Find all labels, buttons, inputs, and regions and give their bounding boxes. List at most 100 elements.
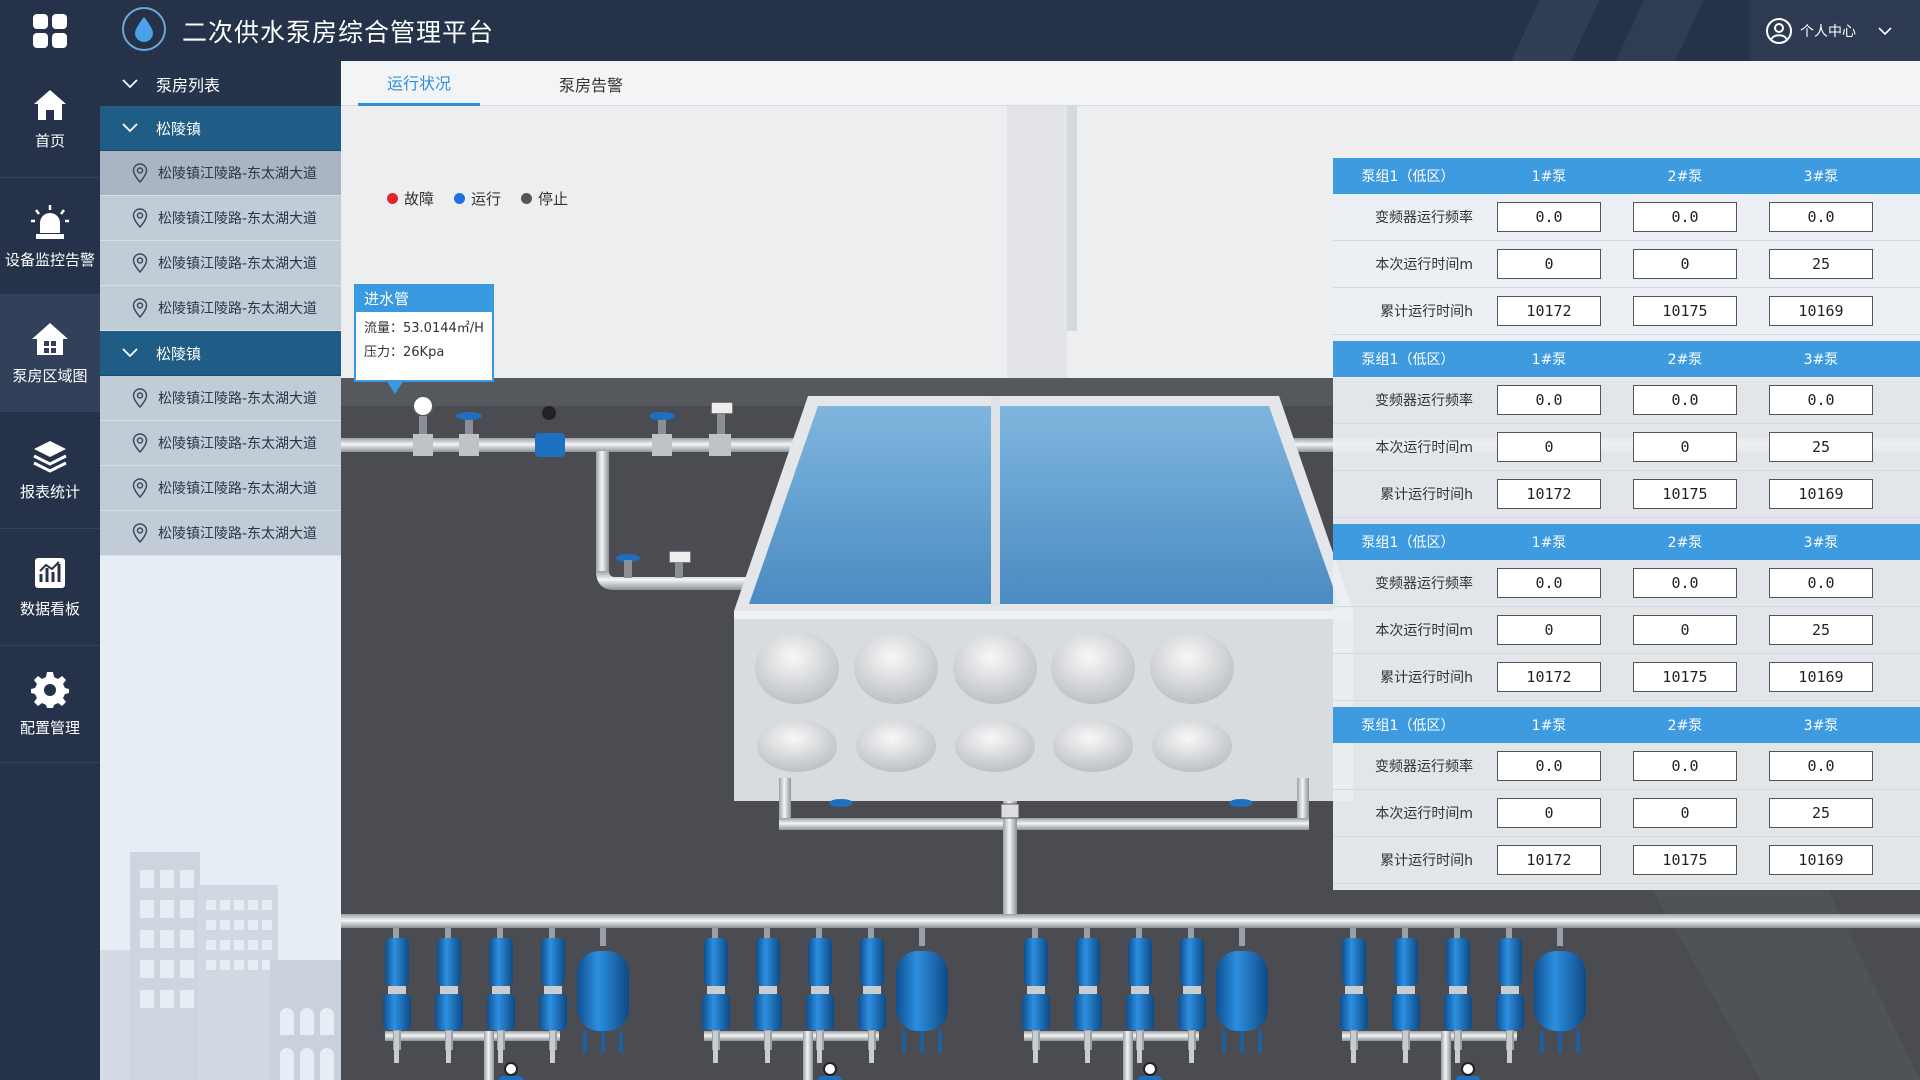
tree-leaf[interactable]: 松陵镇江陵路-东太湖大道 (100, 286, 341, 331)
gear-icon (31, 671, 69, 708)
tree-leaf-label: 松陵镇江陵路-东太湖大道 (158, 256, 318, 272)
chevron-down-icon (122, 78, 138, 88)
nav-reports[interactable]: 报表统计 (0, 412, 100, 529)
value-cell: 0.0 (1483, 568, 1615, 598)
pump-unit[interactable] (1340, 928, 1368, 1063)
pressure-tank (577, 928, 629, 1053)
app-grid-icon[interactable] (0, 0, 100, 61)
tree-leaf[interactable]: 松陵镇江陵路-东太湖大道 (100, 376, 341, 421)
pump-unit[interactable] (1496, 928, 1524, 1063)
value-cell: 10169 (1755, 845, 1887, 875)
pump-unit[interactable] (1444, 928, 1472, 1063)
pump-unit[interactable] (1392, 928, 1420, 1063)
legend-label: 故障 (404, 190, 435, 208)
nav-label: 泵房区域图 (12, 366, 88, 385)
tree-leaf[interactable]: 松陵镇江陵路-东太湖大道 (100, 466, 341, 511)
location-pin-icon (132, 388, 148, 408)
value-display: 0.0 (1633, 202, 1737, 232)
nav-data-board[interactable]: 数据看板 (0, 529, 100, 646)
tree-leaf[interactable]: 松陵镇江陵路-东太湖大道 (100, 151, 341, 196)
nav-label: 首页 (34, 131, 65, 150)
value-display: 0.0 (1633, 385, 1737, 415)
value-display: 10172 (1497, 296, 1601, 326)
row-label: 变频器运行频率 (1375, 576, 1473, 592)
nav-label: 设备监控告警 (4, 250, 95, 269)
nav-label: 数据看板 (19, 599, 80, 618)
fault-dot-icon (387, 193, 398, 204)
value-display: 10172 (1497, 662, 1601, 692)
tree-group[interactable]: 松陵镇 (100, 331, 341, 376)
pump-unit[interactable] (435, 928, 463, 1063)
tooltip-title: 进水管 (356, 286, 492, 312)
pump-column-header: 2#泵 (1667, 352, 1703, 368)
tab-running-status[interactable]: 运行状况 (358, 61, 480, 106)
pump-unit[interactable] (383, 928, 411, 1063)
tab-pump-alarm[interactable]: 泵房告警 (558, 75, 623, 95)
legend-label: 停止 (538, 190, 569, 208)
tree-leaf-label: 松陵镇江陵路-东太湖大道 (158, 481, 318, 497)
value-cell: 10169 (1755, 479, 1887, 509)
value-display: 25 (1769, 432, 1873, 462)
tree-leaf-label: 松陵镇江陵路-东太湖大道 (158, 526, 318, 542)
legend-label: 运行 (471, 190, 502, 208)
pump-unit[interactable] (858, 928, 886, 1063)
value-cell: 10172 (1483, 662, 1615, 692)
value-display: 10175 (1633, 479, 1737, 509)
tooltip-pressure: 压力：26Kpa (364, 345, 445, 360)
value-display: 0.0 (1497, 202, 1601, 232)
tree-leaf[interactable]: 松陵镇江陵路-东太湖大道 (100, 241, 341, 286)
pressure-tank (1216, 928, 1268, 1053)
pump-unit[interactable] (702, 928, 730, 1063)
pump-group (1022, 928, 1268, 1080)
pump-unit[interactable] (1126, 928, 1154, 1063)
inlet-pipe-tooltip: 进水管 流量：53.0144㎡/H 压力：26Kpa (354, 284, 494, 394)
value-display: 0.0 (1769, 751, 1873, 781)
tree-leaf[interactable]: 松陵镇江陵路-东太湖大道 (100, 196, 341, 241)
value-display: 10169 (1769, 662, 1873, 692)
value-display: 0 (1497, 249, 1601, 279)
row-label: 累计运行时间h (1380, 670, 1473, 686)
user-icon (1766, 17, 1792, 44)
row-label: 变频器运行频率 (1375, 393, 1473, 409)
user-center-label: 个人中心 (1800, 23, 1856, 40)
location-pin-icon (132, 523, 148, 543)
nav-config[interactable]: 配置管理 (0, 646, 100, 763)
user-center-menu[interactable]: 个人中心 (1750, 0, 1920, 61)
pump-column-header: 1#泵 (1531, 718, 1567, 734)
value-display: 0 (1633, 249, 1737, 279)
pressure-tank (1534, 928, 1586, 1053)
tree-header[interactable]: 泵房列表 (100, 61, 341, 106)
pump-unit[interactable] (539, 928, 567, 1063)
value-cell: 0 (1483, 615, 1615, 645)
pump-group-title: 泵组1（低区） (1361, 352, 1455, 368)
nav-device-alarm[interactable]: 设备监控告警 (0, 178, 100, 295)
value-display: 0.0 (1633, 751, 1737, 781)
tab-bar: 运行状况 泵房告警 (341, 61, 1920, 106)
tree-leaf[interactable]: 松陵镇江陵路-东太湖大道 (100, 421, 341, 466)
pump-column-header: 1#泵 (1531, 169, 1567, 185)
value-cell: 10175 (1615, 296, 1755, 326)
city-skyline-illustration (100, 852, 341, 1080)
pump-unit[interactable] (806, 928, 834, 1063)
pump-unit[interactable] (1074, 928, 1102, 1063)
house-icon (32, 322, 68, 355)
pump-unit[interactable] (1022, 928, 1050, 1063)
value-display: 0.0 (1497, 385, 1601, 415)
nav-home[interactable]: 首页 (0, 61, 100, 178)
value-cell: 0 (1483, 432, 1615, 462)
tree-leaf-label: 松陵镇江陵路-东太湖大道 (158, 436, 318, 452)
nav-pump-room-map[interactable]: 泵房区域图 (0, 295, 100, 412)
pump-unit[interactable] (754, 928, 782, 1063)
chevron-down-icon (1878, 26, 1892, 35)
pump-unit[interactable] (487, 928, 515, 1063)
tree-group[interactable]: 松陵镇 (100, 106, 341, 151)
pump-unit[interactable] (1178, 928, 1206, 1063)
stopped-dot-icon (521, 193, 533, 204)
location-pin-icon (132, 433, 148, 453)
tree-leaf[interactable]: 松陵镇江陵路-东太湖大道 (100, 511, 341, 556)
chart-board-icon (35, 557, 65, 588)
row-label: 累计运行时间h (1380, 304, 1473, 320)
